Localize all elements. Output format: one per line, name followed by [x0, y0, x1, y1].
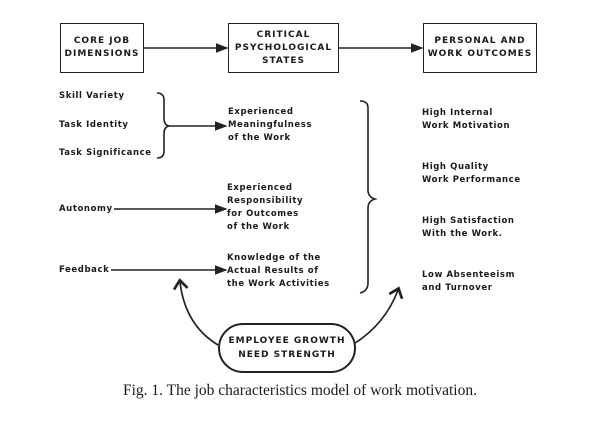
outcome-absenteeism-turnover: Low Absenteeism and Turnover [422, 270, 516, 293]
outcome-satisfaction: High Satisfaction With the Work. [422, 216, 515, 239]
dimension-skill-variety: Skill Variety [59, 91, 125, 101]
figure-caption: Fig. 1. The job characteristics model of… [123, 382, 477, 399]
left-brace [156, 92, 171, 159]
outcome-internal-motivation: High Internal Work Motivation [422, 108, 511, 131]
state-meaningfulness: Experienced Meaningfulness of the Work [228, 107, 313, 143]
header-critical-psychological-states: CRITICAL PSYCHOLOGICAL STATES [228, 23, 339, 73]
header-core-job-dimensions: CORE JOB DIMENSIONS [60, 23, 144, 73]
state-responsibility: Experienced Responsibility for Outcomes … [227, 183, 304, 232]
dimension-feedback: Feedback [59, 265, 110, 275]
dimension-task-identity: Task Identity [59, 120, 129, 130]
dimension-autonomy: Autonomy [59, 204, 113, 214]
dimension-task-significance: Task Significance [59, 148, 152, 158]
right-brace [359, 100, 378, 294]
arrow-moderator-left [172, 278, 219, 346]
outcome-quality-performance: High Quality Work Performance [422, 162, 521, 185]
header-personal-work-outcomes: PERSONAL AND WORK OUTCOMES [423, 23, 537, 73]
arrow-moderator-right [351, 286, 404, 346]
moderator-growth-need-strength: EMPLOYEE GROWTH NEED STRENGTH [218, 323, 356, 373]
state-knowledge: Knowledge of the Actual Results of the W… [227, 253, 330, 289]
